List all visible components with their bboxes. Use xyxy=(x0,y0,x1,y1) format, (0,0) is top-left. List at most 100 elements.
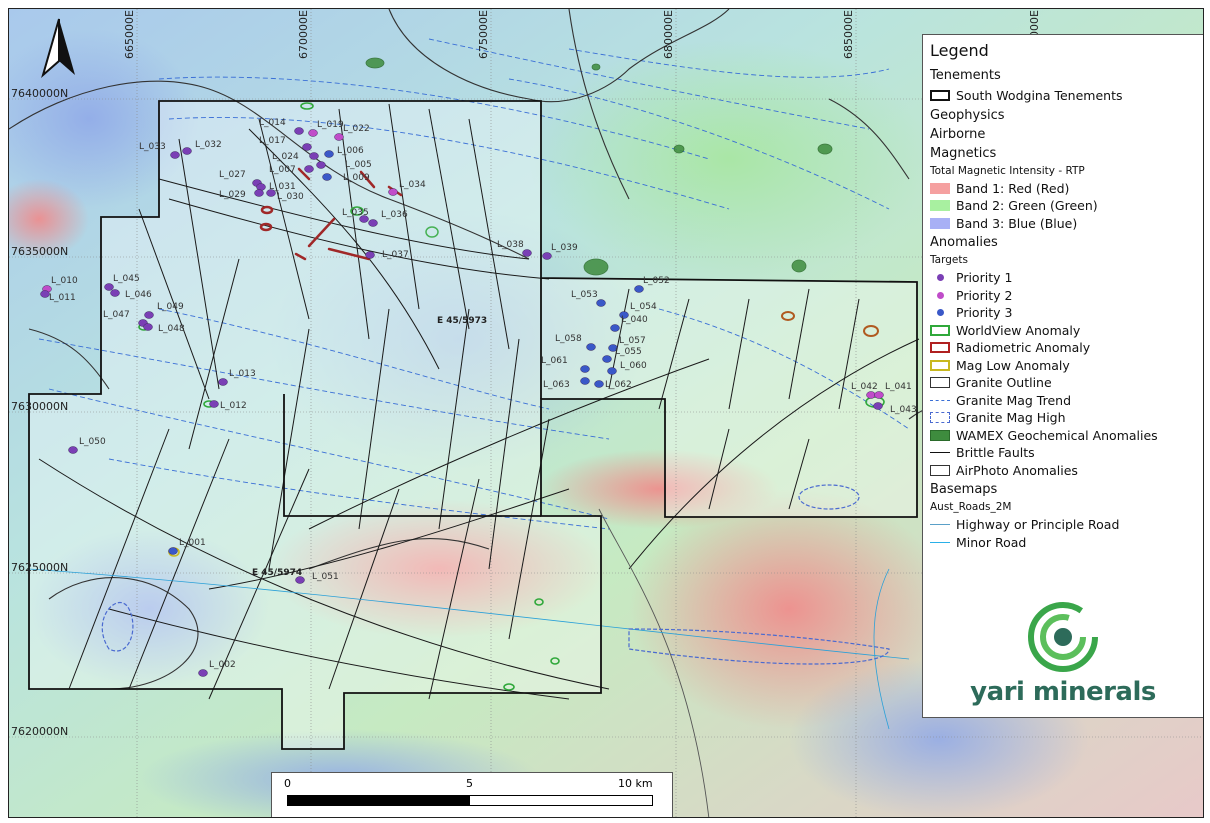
target-point[interactable] xyxy=(308,129,318,137)
easting-label: 675000E xyxy=(477,10,490,59)
northing-label: 7635000N xyxy=(11,245,68,258)
tenement-label-e45-5973: E 45/5973 xyxy=(437,316,487,326)
legend-label: Minor Road xyxy=(956,534,1027,550)
target-point[interactable] xyxy=(580,365,590,373)
target-point[interactable] xyxy=(608,344,618,352)
target-point[interactable] xyxy=(295,576,305,584)
target-point[interactable] xyxy=(874,391,884,399)
target-point[interactable] xyxy=(619,311,629,319)
target-point[interactable] xyxy=(170,151,180,159)
target-point[interactable] xyxy=(873,402,883,410)
target-point[interactable] xyxy=(316,161,326,169)
granite-mag-highs xyxy=(101,484,890,665)
target-point[interactable] xyxy=(388,188,398,196)
target-label: L_035 xyxy=(342,208,369,218)
tenement-fill xyxy=(29,101,917,749)
granite-outlines xyxy=(9,9,1050,690)
target-label: L_058 xyxy=(555,334,582,344)
target-label: L_052 xyxy=(643,276,670,286)
legend-label: Priority 3 xyxy=(956,305,1013,321)
wamex-swatch-icon xyxy=(930,429,950,441)
target-point[interactable] xyxy=(110,289,120,297)
target-point[interactable] xyxy=(304,165,314,173)
tenement-swatch-icon xyxy=(930,90,950,102)
legend-item-airphoto: AirPhoto Anomalies xyxy=(930,462,1196,480)
target-point[interactable] xyxy=(542,252,552,260)
legend-item-granite-trend: Granite Mag Trend xyxy=(930,392,1196,410)
target-point[interactable] xyxy=(143,323,153,331)
target-point[interactable] xyxy=(602,355,612,363)
target-point[interactable] xyxy=(198,669,208,677)
target-point[interactable] xyxy=(596,299,606,307)
wamex-anomalies xyxy=(365,57,833,276)
target-point[interactable] xyxy=(218,378,228,386)
target-point[interactable] xyxy=(168,547,178,555)
target-point[interactable] xyxy=(322,173,332,181)
target-point[interactable] xyxy=(302,143,312,151)
legend-label: Brittle Faults xyxy=(956,445,1035,461)
legend-basemaps-heading: Basemaps xyxy=(930,482,998,497)
target-point[interactable] xyxy=(610,324,620,332)
target-label: L_019 xyxy=(317,120,344,130)
target-point[interactable] xyxy=(594,380,604,388)
target-point[interactable] xyxy=(522,249,532,257)
target-label: L_050 xyxy=(79,437,106,447)
legend-item-priority2: Priority 2 xyxy=(930,287,1196,305)
target-point[interactable] xyxy=(182,147,192,155)
highway-line-icon xyxy=(930,519,950,530)
easting-label: 665000E xyxy=(123,10,136,59)
legend-item-worldview: WorldView Anomaly xyxy=(930,322,1196,340)
target-label: L_037 xyxy=(382,250,409,260)
scale-label-zero: 0 xyxy=(284,777,291,790)
target-label: L_006 xyxy=(337,146,364,156)
target-point[interactable] xyxy=(294,127,304,135)
target-label: L_001 xyxy=(179,538,206,548)
legend-item-priority3: Priority 3 xyxy=(930,304,1196,322)
target-point[interactable] xyxy=(254,189,264,197)
target-point[interactable] xyxy=(359,215,369,223)
target-label: L_005 xyxy=(345,160,372,170)
target-point[interactable] xyxy=(365,251,375,259)
target-point[interactable] xyxy=(607,367,617,375)
legend-label: AirPhoto Anomalies xyxy=(956,462,1078,478)
target-point[interactable] xyxy=(866,391,876,399)
target-point[interactable] xyxy=(324,150,334,158)
worldview-swatch-icon xyxy=(930,324,950,336)
target-label: L_061 xyxy=(541,356,568,366)
target-point[interactable] xyxy=(104,283,114,291)
target-label: L_036 xyxy=(381,210,408,220)
target-label: L_038 xyxy=(497,240,524,250)
target-label: L_012 xyxy=(220,401,247,411)
target-point[interactable] xyxy=(586,343,596,351)
target-point[interactable] xyxy=(634,285,644,293)
target-point[interactable] xyxy=(68,446,78,454)
legend-label: Priority 1 xyxy=(956,270,1013,286)
target-label: L_049 xyxy=(157,302,184,312)
target-label: L_022 xyxy=(343,124,370,134)
target-point[interactable] xyxy=(40,290,50,298)
target-label: L_013 xyxy=(229,369,256,379)
target-label: L_042 xyxy=(851,382,878,392)
minor-road-line-icon xyxy=(930,537,950,548)
legend-item-band2: Band 2: Green (Green) xyxy=(930,197,1196,215)
target-label: L_046 xyxy=(125,290,152,300)
easting-label: 670000E xyxy=(297,10,310,59)
northing-labels: 7640000N 7635000N 7630000N 7625000N 7620… xyxy=(11,87,68,738)
target-point[interactable] xyxy=(368,219,378,227)
northing-label: 7630000N xyxy=(11,400,68,413)
target-point[interactable] xyxy=(144,311,154,319)
target-point[interactable] xyxy=(266,189,276,197)
target-label: L_040 xyxy=(621,315,648,325)
target-label: L_060 xyxy=(620,361,647,371)
target-point[interactable] xyxy=(309,152,319,160)
target-point[interactable] xyxy=(334,133,344,141)
legend-label: Granite Mag High xyxy=(956,410,1066,426)
target-label: L_039 xyxy=(551,243,578,253)
target-label: L_054 xyxy=(630,302,657,312)
target-point[interactable] xyxy=(209,400,219,408)
target-label: L_057 xyxy=(619,336,646,346)
target-label: L_045 xyxy=(113,274,140,284)
target-point[interactable] xyxy=(580,377,590,385)
target-label: L_007 xyxy=(269,165,296,175)
